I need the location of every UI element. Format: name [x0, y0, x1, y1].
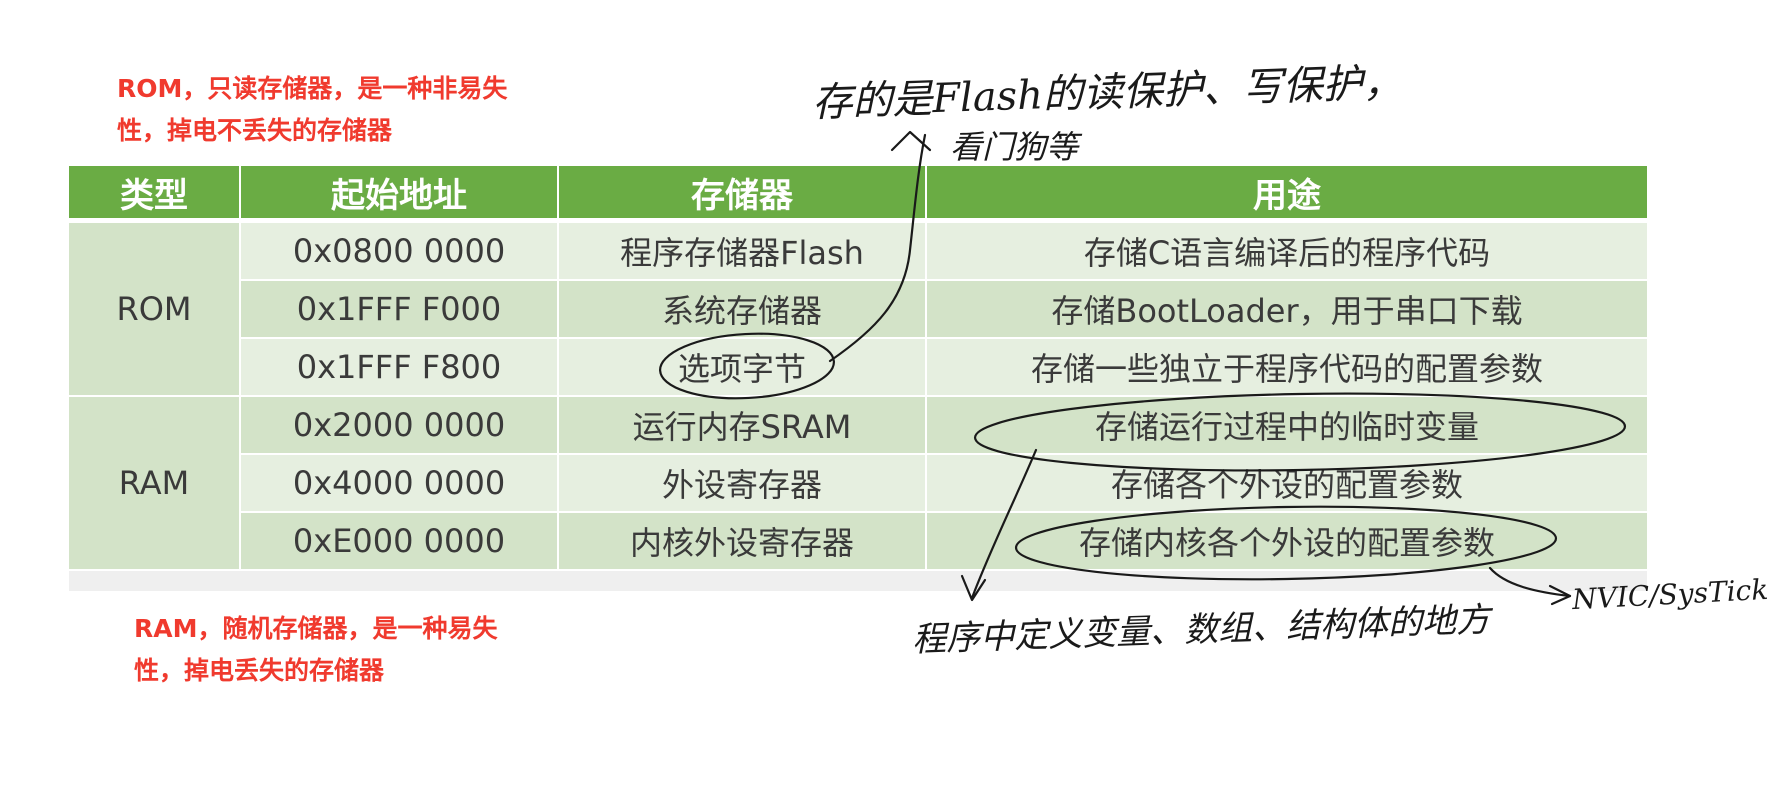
table-row: 0xE000 0000 内核外设寄存器 存储内核各个外设的配置参数	[69, 512, 1647, 571]
address-cell: 0x2000 0000	[240, 396, 559, 455]
table-row: RAM 0x2000 0000 运行内存SRAM 存储运行过程中的临时变量	[69, 396, 1647, 571]
handwritten-watchdog-note: 看门狗等	[950, 128, 1079, 166]
handwritten-flash-protection-note: 存的是Flash的读保护、写保护，	[811, 59, 1404, 127]
table-row: 0x1FFF F000 系统存储器 存储BootLoader，用于串口下载	[69, 280, 1647, 339]
header-usage: 用途	[926, 166, 1647, 223]
address-cell: 0x1FFF F000	[240, 280, 559, 339]
table-row: ROM 0x0800 0000 程序存储器Flash 存储C语言编译后的程序代码	[69, 220, 1647, 397]
header-start-address: 起始地址	[240, 166, 559, 223]
memory-cell: 内核外设寄存器	[558, 512, 927, 571]
address-cell: 0x0800 0000	[240, 220, 559, 281]
address-cell: 0x1FFF F800	[240, 338, 559, 397]
type-cell-rom: ROM	[69, 220, 241, 397]
table-row: 0x4000 0000 外设寄存器 存储各个外设的配置参数	[69, 454, 1647, 513]
header-type: 类型	[69, 166, 241, 223]
memory-cell: 系统存储器	[558, 280, 927, 339]
watchdog-caret	[890, 130, 932, 152]
usage-cell: 存储BootLoader，用于串口下载	[926, 280, 1647, 339]
rom-description-note: ROM，只读存储器，是一种非易失 性，掉电不丢失的存储器	[117, 74, 508, 145]
header-memory: 存储器	[558, 166, 927, 223]
table-row: 0x1FFF F800 选项字节 存储一些独立于程序代码的配置参数	[69, 338, 1647, 397]
memory-cell: 程序存储器Flash	[558, 220, 927, 281]
usage-cell: 存储运行过程中的临时变量	[926, 396, 1647, 455]
handwritten-variables-note: 程序中定义变量、数组、结构体的地方	[911, 599, 1491, 661]
memory-cell: 运行内存SRAM	[558, 396, 927, 455]
address-cell: 0x4000 0000	[240, 454, 559, 513]
footer-strip-cell	[69, 570, 1647, 591]
type-cell-ram: RAM	[69, 396, 241, 571]
usage-cell: 存储C语言编译后的程序代码	[926, 220, 1647, 281]
table-footer-strip	[69, 570, 1647, 591]
memory-cell: 选项字节	[558, 338, 927, 397]
memory-cell: 外设寄存器	[558, 454, 927, 513]
ram-description-note: RAM，随机存储器，是一种易失 性，掉电丢失的存储器	[134, 614, 498, 685]
address-cell: 0xE000 0000	[240, 512, 559, 571]
memory-map-table: 类型 起始地址 存储器 用途 ROM 0x0800 0000 程序存储器Flas…	[69, 166, 1647, 591]
usage-cell: 存储内核各个外设的配置参数	[926, 512, 1647, 571]
usage-cell: 存储一些独立于程序代码的配置参数	[926, 338, 1647, 397]
table-header-row: 类型 起始地址 存储器 用途	[69, 166, 1647, 223]
usage-cell: 存储各个外设的配置参数	[926, 454, 1647, 513]
